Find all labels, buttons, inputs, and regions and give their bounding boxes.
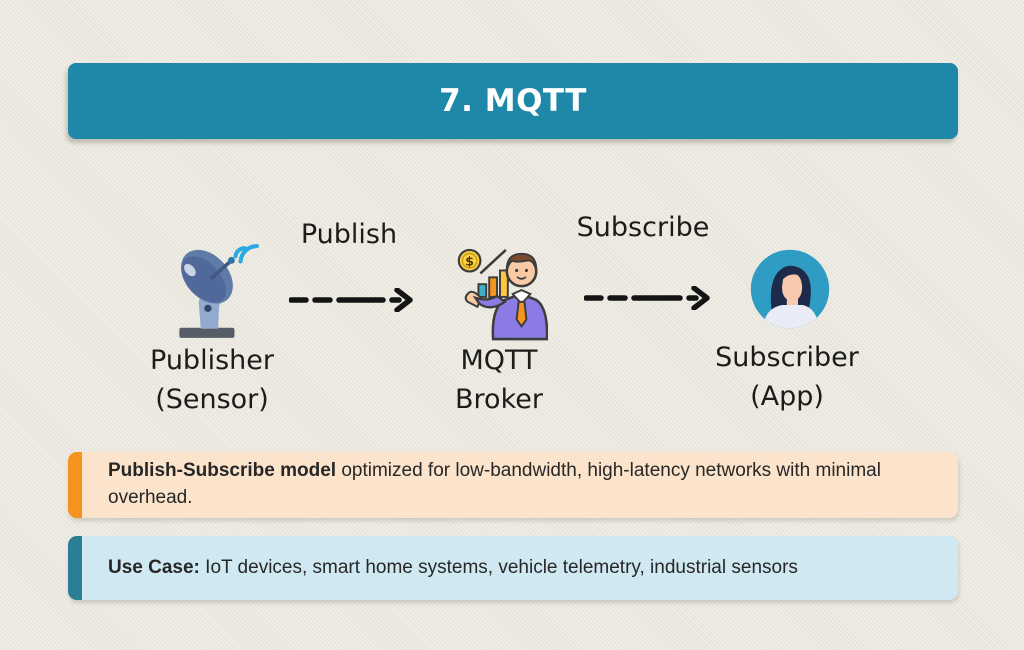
publish-subscribe-note: Publish-Subscribe model optimized for lo…: [68, 452, 958, 518]
use-case-note: Use Case: IoT devices, smart home system…: [68, 536, 958, 600]
subscriber-avatar-icon: [750, 249, 830, 329]
page-title: 7. MQTT: [439, 83, 587, 119]
use-case-note-text: Use Case: IoT devices, smart home system…: [82, 536, 958, 600]
subscribe-arrow-icon: [584, 286, 710, 310]
use-case-rest: IoT devices, smart home systems, vehicle…: [199, 556, 798, 578]
publish-arrow-icon: [289, 288, 413, 312]
use-case-bold-lead: Use Case:: [108, 556, 200, 578]
note-rest: optimized for low-bandwidth, high-latenc…: [108, 460, 881, 508]
subscriber-label-line1: Subscriber: [715, 342, 859, 373]
broker-node-label: MQTT Broker: [379, 341, 619, 419]
svg-text:$: $: [465, 255, 474, 270]
satellite-dish-icon: [179, 244, 259, 338]
orange-accent-bar: [68, 452, 82, 518]
subscribe-edge-label: Subscribe: [576, 212, 710, 243]
header-bar: 7. MQTT: [68, 63, 958, 139]
subscriber-node-label: Subscriber (App): [667, 338, 907, 416]
note-bold-lead: Publish-Subscribe model: [108, 460, 337, 482]
publish-subscribe-note-text: Publish-Subscribe model optimized for lo…: [82, 452, 958, 518]
publisher-label-line2: (Sensor): [155, 384, 269, 415]
publisher-label-line1: Publisher: [150, 345, 274, 376]
subscriber-label-line2: (App): [750, 381, 824, 412]
broker-label-line2: Broker: [455, 384, 543, 415]
broker-label-line1: MQTT: [460, 345, 538, 376]
publish-edge-label: Publish: [300, 219, 398, 250]
broker-person-icon: $: [457, 248, 548, 341]
publisher-node-label: Publisher (Sensor): [92, 341, 332, 419]
teal-accent-bar: [68, 536, 82, 600]
